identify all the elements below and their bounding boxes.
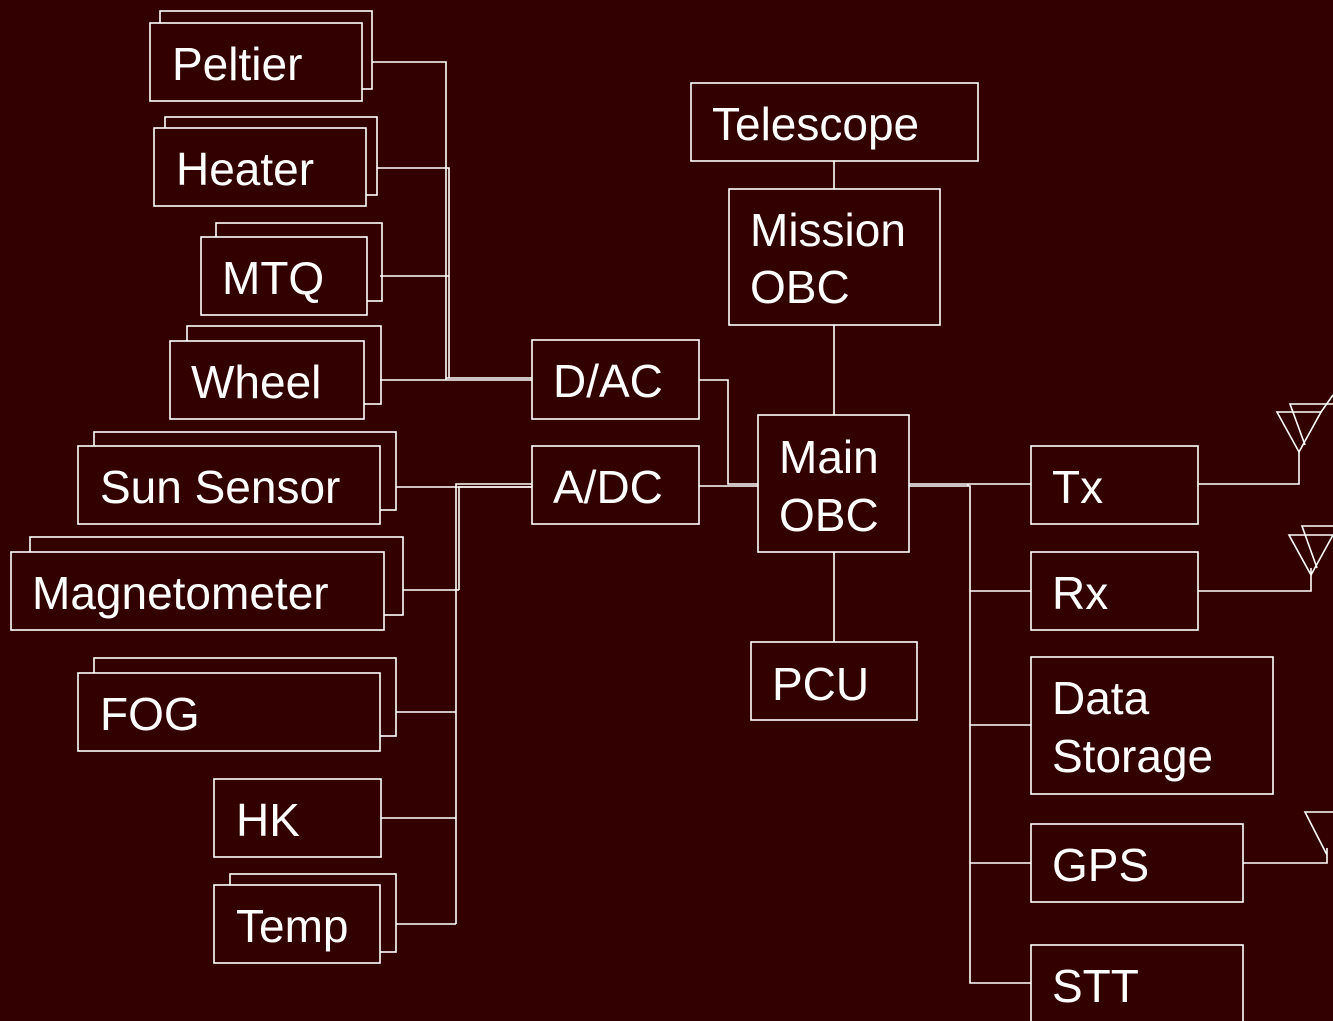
rx-block: Rx (1030, 551, 1199, 631)
magnetometer-block: Magnetometer (10, 536, 404, 631)
sun-sensor-label: Sun Sensor (100, 461, 340, 513)
peltier-block: Peltier (149, 10, 373, 102)
temp-block: Temp (213, 873, 397, 964)
rx-label: Rx (1052, 567, 1108, 619)
connector-adc-bus (455, 483, 532, 924)
heater-label: Heater (176, 143, 314, 195)
telescope-label: Telescope (712, 98, 919, 150)
wheel-block: Wheel (169, 325, 382, 420)
connector-adc-bus-2 (458, 486, 532, 590)
connector-heater-bus (377, 167, 450, 378)
main-obc-block: Main OBC (757, 414, 910, 553)
dac-block: D/AC (531, 339, 700, 420)
fog-block: FOG (77, 657, 397, 752)
telescope-block: Telescope (690, 82, 979, 162)
heater-block: Heater (153, 116, 378, 207)
antenna-icon (1287, 525, 1333, 576)
data-storage-label-line2: Storage (1052, 730, 1213, 782)
mission-obc-block: Mission OBC (728, 188, 941, 326)
connector-peltier-bus (372, 61, 447, 380)
connector-gps-antenna (1243, 848, 1328, 864)
tx-label: Tx (1052, 461, 1103, 513)
connector-tx-antenna (1198, 452, 1300, 485)
magnetometer-label: Magnetometer (32, 567, 329, 619)
fog-label: FOG (100, 688, 200, 740)
main-obc-label-line1: Main (779, 431, 879, 483)
tx-block: Tx (1030, 445, 1199, 525)
stt-block: STT (1030, 944, 1244, 1021)
wheel-label: Wheel (191, 356, 321, 408)
temp-label: Temp (236, 900, 348, 952)
pcu-label: PCU (772, 658, 869, 710)
antenna-icon (1303, 811, 1333, 856)
data-storage-label-line1: Data (1052, 672, 1150, 724)
mission-obc-label-line1: Mission (750, 204, 906, 256)
hk-block: HK (213, 778, 382, 858)
adc-block: A/DC (531, 445, 700, 525)
gps-block: GPS (1030, 823, 1244, 903)
mtq-label: MTQ (222, 252, 324, 304)
data-storage-block: Data Storage (1030, 656, 1274, 795)
mission-obc-label-line2: OBC (750, 261, 850, 313)
connectors (372, 61, 1328, 984)
antenna-icon (1275, 394, 1333, 453)
mtq-block: MTQ (200, 222, 383, 316)
pcu-block: PCU (750, 641, 918, 721)
stt-label: STT (1052, 960, 1139, 1012)
gps-label: GPS (1052, 839, 1149, 891)
connector-right-bus (909, 485, 1031, 984)
connector-dac-main (699, 379, 758, 485)
connector-rx-antenna (1198, 568, 1312, 592)
hk-label: HK (236, 794, 300, 846)
dac-label: D/AC (553, 355, 663, 407)
adc-label: A/DC (553, 461, 663, 513)
main-obc-label-line2: OBC (779, 489, 879, 541)
sun-sensor-block: Sun Sensor (77, 431, 397, 525)
peltier-label: Peltier (172, 38, 302, 90)
